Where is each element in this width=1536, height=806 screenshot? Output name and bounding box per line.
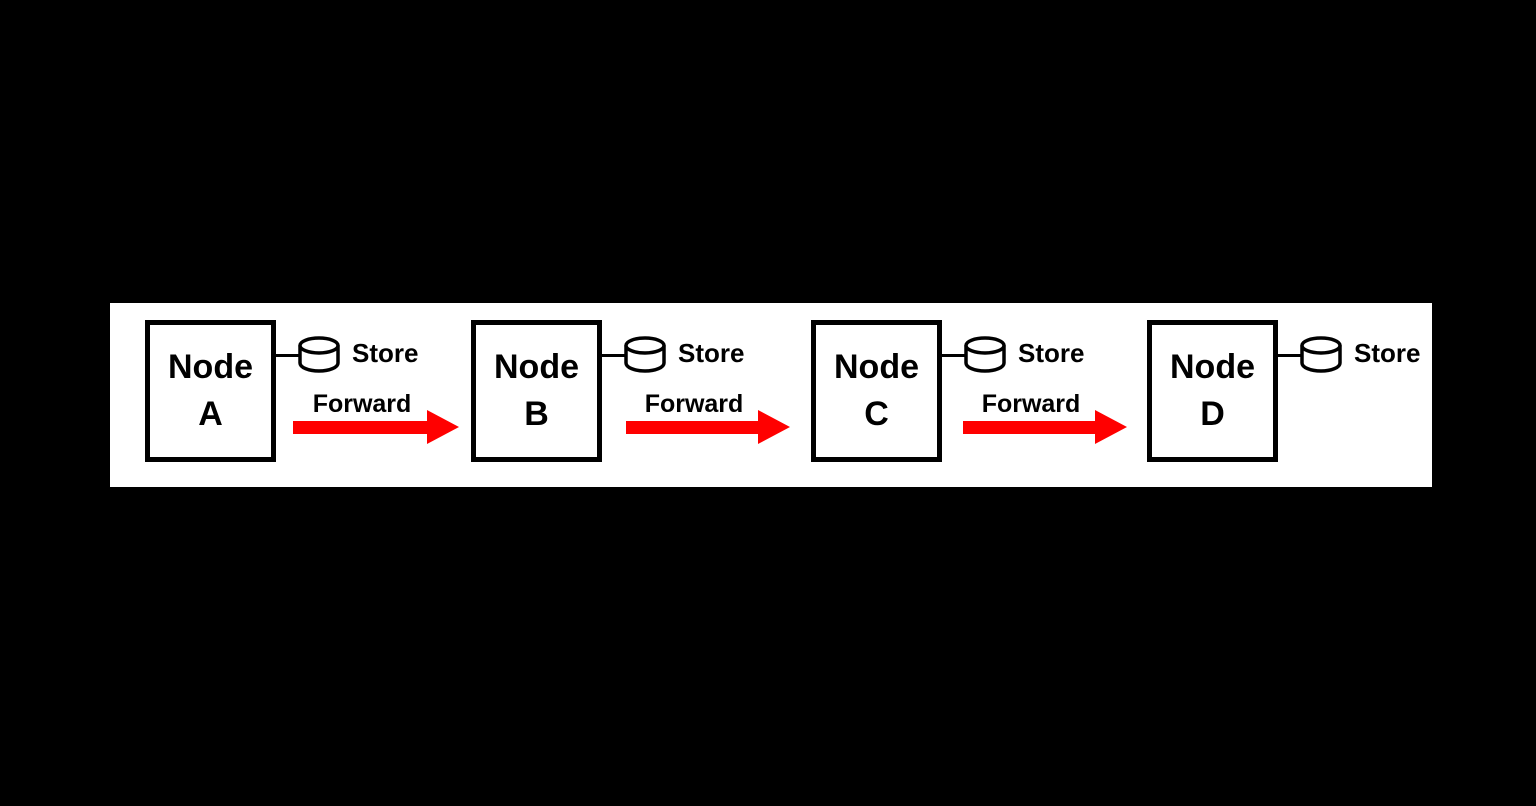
store-label: Store bbox=[678, 338, 745, 368]
forward-arrow bbox=[293, 410, 459, 445]
arrow-head-icon bbox=[758, 410, 790, 444]
node-letter: C bbox=[864, 395, 889, 433]
arrow-shaft bbox=[293, 421, 431, 434]
arrow-shaft bbox=[626, 421, 762, 434]
database-cylinder-icon bbox=[624, 336, 666, 373]
node-name: Node bbox=[1170, 348, 1255, 386]
forward-arrow bbox=[963, 410, 1127, 445]
connector-line bbox=[602, 354, 625, 357]
store-label: Store bbox=[1018, 338, 1085, 368]
forward-label: Forward bbox=[981, 390, 1081, 418]
store-label: Store bbox=[352, 338, 419, 368]
diagram-band: Node A Store Node B Store bbox=[110, 303, 1432, 487]
node-letter: B bbox=[524, 395, 549, 433]
node-letter: A bbox=[198, 395, 223, 433]
connector-line bbox=[942, 354, 965, 357]
node-box-d: Node D bbox=[1147, 320, 1278, 462]
forward-arrow bbox=[626, 410, 790, 445]
connector-line bbox=[276, 354, 299, 357]
arrow-shaft bbox=[963, 421, 1099, 434]
store-label: Store bbox=[1354, 338, 1421, 368]
node-group-c: Node C Store bbox=[811, 320, 1101, 470]
node-box-b: Node B bbox=[471, 320, 602, 462]
arrow-head-icon bbox=[1095, 410, 1127, 444]
node-letter: D bbox=[1200, 395, 1225, 433]
node-group-a: Node A Store bbox=[145, 320, 435, 470]
node-name: Node bbox=[168, 348, 253, 386]
node-box-c: Node C bbox=[811, 320, 942, 462]
database-cylinder-icon bbox=[964, 336, 1006, 373]
node-group-b: Node B Store bbox=[471, 320, 761, 470]
node-name: Node bbox=[494, 348, 579, 386]
forward-label: Forward bbox=[644, 390, 744, 418]
link-a-to-b: Forward bbox=[293, 392, 459, 456]
database-cylinder-icon bbox=[1300, 336, 1342, 373]
node-name: Node bbox=[834, 348, 919, 386]
arrow-head-icon bbox=[427, 410, 459, 444]
node-group-d: Node D Store bbox=[1147, 320, 1437, 470]
link-b-to-c: Forward bbox=[626, 392, 790, 456]
database-cylinder-icon bbox=[298, 336, 340, 373]
node-box-a: Node A bbox=[145, 320, 276, 462]
connector-line bbox=[1278, 354, 1301, 357]
link-c-to-d: Forward bbox=[963, 392, 1127, 456]
forward-label: Forward bbox=[312, 390, 412, 418]
